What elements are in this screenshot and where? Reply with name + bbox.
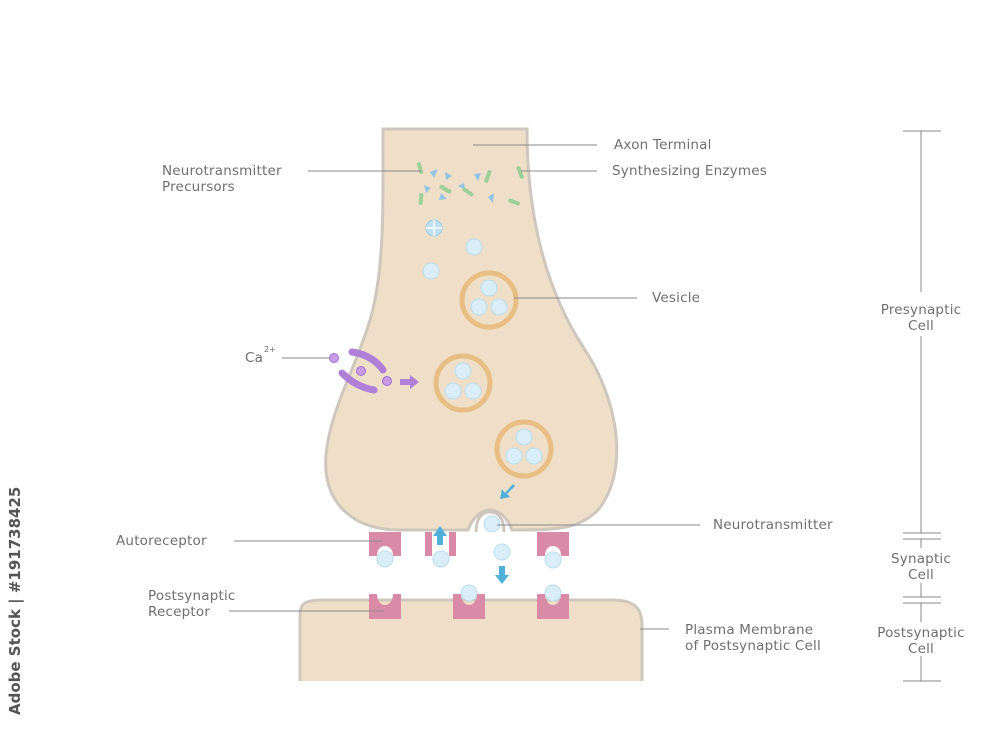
label-neurotransmitter-precursors: Neurotransmitter Precursors [162, 163, 282, 195]
vesicle [433, 353, 493, 413]
label-autoreceptor: Autoreceptor [116, 533, 207, 549]
forming-neurotransmitter [425, 219, 443, 237]
label-calcium: Ca [245, 350, 264, 366]
diffusion-arrow-icon [495, 566, 509, 584]
postsynaptic-receptor [369, 594, 569, 619]
label-calcium-charge: 2+ [264, 345, 276, 354]
release-arrow-icon [500, 484, 515, 499]
label-vesicle: Vesicle [652, 290, 701, 306]
autoreceptor [369, 532, 569, 556]
label-synthesizing-enzymes: Synthesizing Enzymes [612, 163, 767, 179]
vesicle [459, 270, 519, 330]
free-neurotransmitter [465, 238, 483, 256]
label-axon-terminal: Axon Terminal [614, 137, 712, 153]
vesicle [494, 419, 554, 479]
label-neurotransmitter: Neurotransmitter [713, 517, 833, 533]
cleft-neurotransmitters [376, 543, 562, 602]
enzyme-molecules [416, 162, 524, 206]
presynaptic-terminal [324, 127, 619, 532]
region-bracket [903, 130, 941, 682]
calcium-channel [338, 348, 387, 394]
label-plasma-membrane: Plasma Membrane of Postsynaptic Cell [685, 622, 821, 654]
region-presynaptic: Presynaptic Cell [880, 302, 962, 334]
calcium-arrow-icon [400, 375, 419, 389]
reuptake-arrow-icon [433, 526, 447, 545]
leader-lines [229, 144, 700, 630]
region-synaptic: Synaptic Cell [890, 551, 952, 583]
precursor-molecules [424, 169, 494, 203]
stock-watermark: Adobe Stock | #191738425 [6, 486, 24, 715]
free-neurotransmitter [422, 262, 440, 280]
fusing-vesicle [474, 510, 506, 533]
region-postsynaptic: Postsynaptic Cell [877, 625, 965, 657]
label-postsynaptic-receptor: Postsynaptic Receptor [148, 588, 236, 620]
